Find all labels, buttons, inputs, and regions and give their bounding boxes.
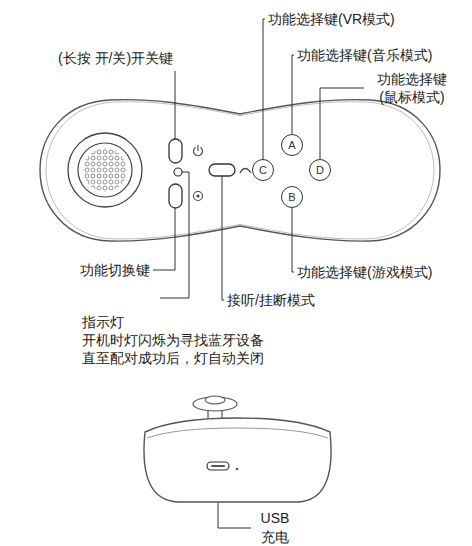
mode-button: B	[281, 186, 303, 208]
leader-line	[153, 208, 175, 270]
callout-label: 功能选择键 (鼠标模式)	[368, 70, 456, 106]
call-button	[209, 164, 235, 176]
side-hole	[236, 468, 239, 471]
joystick-ring	[68, 133, 142, 207]
leader-line	[175, 71, 176, 139]
leader-line	[160, 172, 189, 298]
mode-button: C	[252, 159, 274, 181]
button-letter: B	[288, 191, 295, 203]
callout-label: 功能选择键(VR模式)	[268, 10, 395, 28]
button-letter: C	[259, 164, 267, 176]
mode-button: A	[281, 134, 303, 156]
side-body	[144, 418, 331, 502]
leader-line	[263, 19, 265, 159]
controller-body	[40, 100, 440, 241]
button-letter: D	[316, 164, 324, 176]
callout-label: (长按 开/关)开关键	[58, 49, 173, 67]
joystick-grip	[83, 148, 127, 192]
callout-label: 功能选择键(音乐模式)	[297, 46, 432, 64]
leader-line	[320, 88, 364, 159]
mode-button: D	[309, 159, 331, 181]
usb-port-inner	[211, 465, 225, 467]
joystick-knob	[205, 396, 225, 404]
button-letter: A	[288, 139, 295, 151]
power-symbol	[194, 145, 203, 156]
callout-label: 功能切换键	[80, 261, 150, 279]
callout-label: 功能选择键(游戏模式)	[297, 263, 432, 281]
switch-button	[169, 184, 182, 208]
leader-line	[292, 208, 294, 272]
side-top-edge	[147, 428, 328, 438]
callout-label: 指示灯	[82, 313, 124, 331]
usb-port	[207, 462, 229, 470]
leader-line	[292, 55, 294, 134]
joystick-top	[193, 397, 237, 411]
phone-symbol	[240, 169, 251, 174]
power-button	[169, 139, 182, 163]
controller-inner-edge	[46, 102, 434, 239]
callout-label: 接听/挂断模式	[227, 291, 315, 309]
indicator-light	[174, 168, 182, 176]
switch-symbol	[194, 192, 203, 201]
switch-symbol-dot	[196, 194, 199, 197]
leader-line	[222, 176, 224, 300]
joystick-cap	[78, 143, 132, 197]
callout-label: 开机时灯闪烁为寻找蓝牙设备 直至配对成功后，灯自动关闭	[82, 331, 287, 367]
callout-label: USB 充电	[254, 509, 296, 546]
